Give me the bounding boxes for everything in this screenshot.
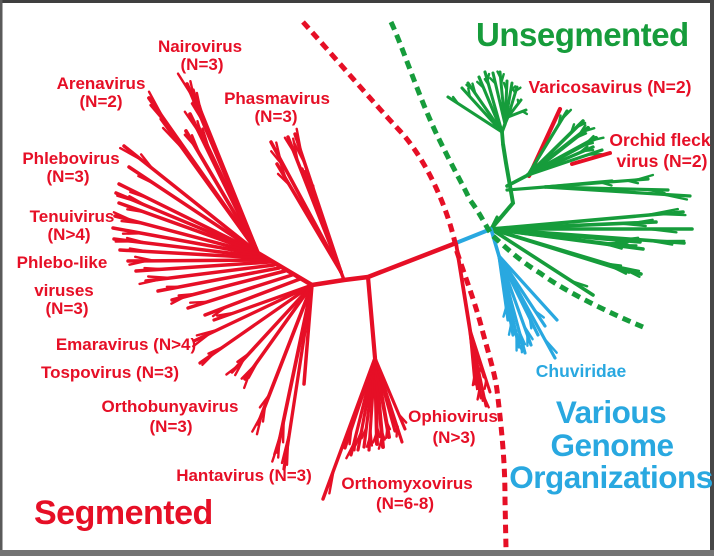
svg-text:Segmented: Segmented [34,494,213,532]
svg-text:Genome: Genome [550,427,673,463]
svg-text:Emaravirus (N>4): Emaravirus (N>4) [56,335,196,354]
svg-text:Orthobunyavirus: Orthobunyavirus [102,397,239,416]
svg-text:Phlebovirus: Phlebovirus [22,149,119,168]
svg-text:(N=3): (N=3) [150,417,193,436]
svg-text:(N>4): (N>4) [48,225,91,244]
svg-text:Varicosavirus (N=2): Varicosavirus (N=2) [529,77,692,97]
svg-text:Tenuivirus: Tenuivirus [30,207,115,226]
svg-text:Phasmavirus: Phasmavirus [224,89,330,108]
svg-text:viruses: viruses [34,281,94,300]
svg-text:(N=6-8): (N=6-8) [376,494,434,513]
svg-text:Phlebo-like: Phlebo-like [17,253,108,272]
svg-text:Arenavirus: Arenavirus [57,74,146,93]
svg-text:(N>3): (N>3) [433,428,476,447]
svg-text:(N=3): (N=3) [181,55,224,74]
svg-text:Orchid fleck: Orchid fleck [609,130,710,150]
svg-text:virus (N=2): virus (N=2) [617,151,708,171]
svg-text:Tospovirus (N=3): Tospovirus (N=3) [41,363,179,382]
svg-text:Hantavirus (N=3): Hantavirus (N=3) [176,466,312,485]
svg-text:(N=2): (N=2) [80,92,123,111]
svg-text:Ophiovirus: Ophiovirus [408,407,498,426]
svg-text:Organizations: Organizations [509,459,713,495]
svg-text:Orthomyxovirus: Orthomyxovirus [341,474,472,493]
svg-text:Various: Various [556,394,666,430]
svg-text:(N=3): (N=3) [46,299,89,318]
svg-text:(N=3): (N=3) [255,107,298,126]
svg-text:Unsegmented: Unsegmented [476,16,689,53]
svg-text:Chuviridae: Chuviridae [536,361,627,381]
svg-text:(N=3): (N=3) [47,167,90,186]
svg-text:Nairovirus: Nairovirus [158,37,242,56]
